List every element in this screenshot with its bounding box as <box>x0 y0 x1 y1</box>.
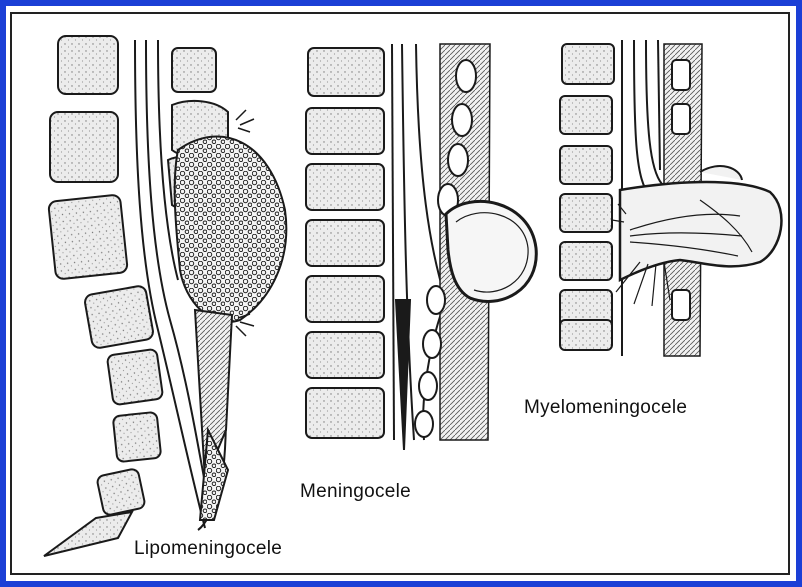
vertebra <box>306 388 384 438</box>
vertebra <box>113 412 162 462</box>
meningocele-diagram <box>306 44 536 450</box>
vertebra <box>308 48 384 96</box>
vertebra <box>562 44 614 84</box>
meningeal-sac <box>446 201 536 301</box>
myelomeningocele-label: Myelomeningocele <box>524 397 687 419</box>
vertebra <box>560 242 612 280</box>
vertebra <box>107 349 163 405</box>
vertebra <box>58 36 118 94</box>
coccyx <box>44 512 132 556</box>
lipomeningocele-label: Lipomeningocele <box>134 538 282 560</box>
vertebra <box>306 332 384 378</box>
vertebra <box>48 194 128 279</box>
vertebra <box>96 468 145 516</box>
lipomeningocele-diagram <box>44 36 286 556</box>
vertebra <box>84 285 154 349</box>
vertebra <box>306 164 384 210</box>
vertebra <box>50 112 118 182</box>
myelomeningocele-diagram <box>560 40 781 356</box>
vertebra <box>560 194 612 232</box>
vertebra <box>560 320 612 350</box>
vertebra <box>560 146 612 184</box>
meningocele-label: Meningocele <box>300 481 411 503</box>
vertebra <box>306 108 384 154</box>
vertebra <box>306 276 384 322</box>
vertebra <box>560 96 612 134</box>
lipoma-mass <box>175 137 287 322</box>
vertebra <box>306 220 384 266</box>
